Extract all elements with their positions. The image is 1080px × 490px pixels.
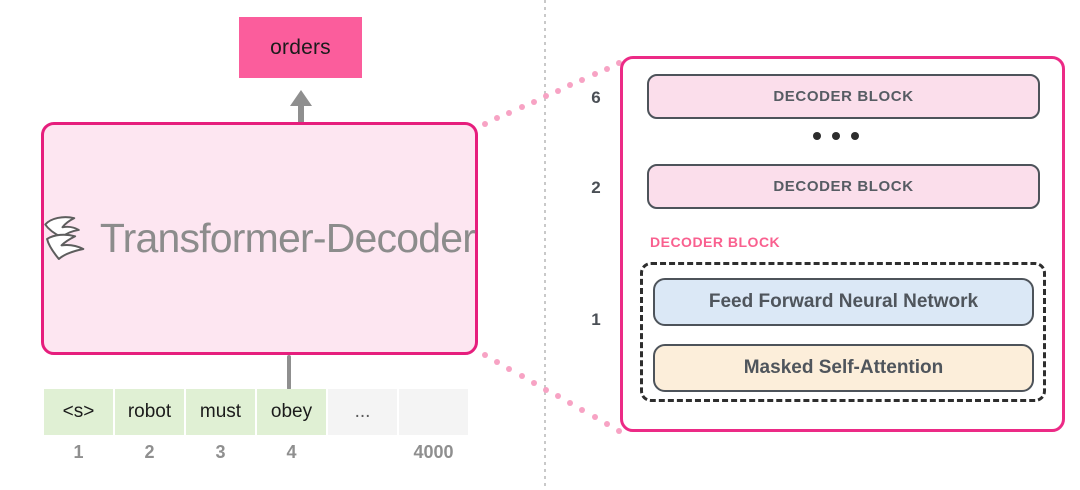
callout-dot: [579, 407, 586, 414]
callout-dot: [530, 98, 537, 105]
callout-dot: [603, 421, 610, 428]
decoder-block-2[interactable]: DECODER BLOCK: [647, 164, 1040, 209]
callout-dot: [542, 93, 549, 100]
token-cell[interactable]: must: [186, 389, 255, 435]
callout-dot: [555, 393, 562, 400]
transformer-decoder-box: Transformer-Decoder: [41, 122, 478, 355]
callout-dot: [591, 414, 598, 421]
callout-dot: [542, 386, 549, 393]
masked-self-attention-block[interactable]: Masked Self-Attention: [653, 344, 1034, 392]
callout-dot: [567, 82, 574, 89]
vertical-dotted-divider: [544, 0, 546, 490]
output-arrow-icon: [283, 88, 319, 130]
token-cell[interactable]: [399, 389, 468, 435]
callout-dot: [530, 379, 537, 386]
callout-dot: [482, 352, 488, 358]
callout-dot: [518, 104, 525, 111]
callout-dot: [567, 400, 574, 407]
token-index: 1: [73, 442, 84, 462]
callout-dot: [555, 87, 562, 94]
model-label: Transformer-Decoder: [99, 215, 476, 261]
callout-dot: [579, 76, 586, 83]
callout-dot: [616, 428, 622, 434]
input-token-row: <s> robot must obey ...: [44, 389, 468, 435]
layer-number-6: 6: [591, 88, 601, 107]
input-connector-line: [287, 355, 291, 390]
callout-dot: [494, 115, 501, 122]
callout-dot: [518, 372, 525, 379]
jay-alammar-bird-logo-icon: [38, 210, 96, 268]
token-cell[interactable]: <s>: [44, 389, 113, 435]
layer-number-2: 2: [591, 178, 601, 197]
token-index-row: 1 2 3 4 4000: [44, 442, 468, 463]
callout-dot: [482, 121, 488, 127]
token-cell[interactable]: obey: [257, 389, 326, 435]
expanded-decoder-block-label: DECODER BLOCK: [650, 234, 781, 250]
callout-dot: [616, 60, 622, 66]
callout-dot: [506, 109, 513, 116]
token-index: 4000: [413, 442, 454, 462]
output-token-box: orders: [239, 17, 362, 78]
callout-dot: [506, 365, 513, 372]
token-index: 2: [144, 442, 155, 462]
token-index: [328, 442, 397, 463]
token-index: 4: [286, 442, 297, 462]
feed-forward-neural-network-block[interactable]: Feed Forward Neural Network: [653, 278, 1034, 326]
ellipsis-icon: [813, 132, 859, 140]
token-cell[interactable]: ...: [328, 389, 397, 435]
callout-dot: [591, 71, 598, 78]
layer-number-1: 1: [591, 310, 601, 329]
decoder-block-6[interactable]: DECODER BLOCK: [647, 74, 1040, 119]
token-cell[interactable]: robot: [115, 389, 184, 435]
decoder-block-1-dashed-outline: [640, 262, 1046, 402]
callout-dot: [494, 358, 501, 365]
callout-dot: [603, 65, 610, 72]
token-index: 3: [215, 442, 226, 462]
